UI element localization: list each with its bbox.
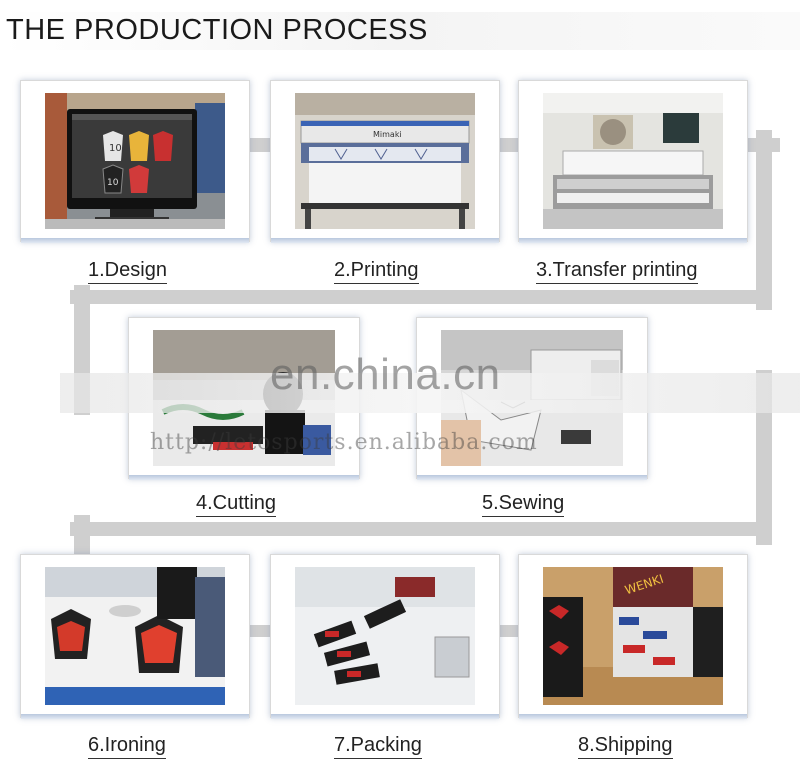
step-photo-packing — [270, 554, 500, 719]
rail-row3 — [70, 522, 772, 536]
shipping-photo: WENKI — [543, 567, 723, 705]
step-caption-printing: 2.Printing — [334, 259, 419, 284]
step-caption-sewing: 5.Sewing — [482, 492, 565, 517]
step-photo-ironing — [20, 554, 250, 719]
ironing-photo — [45, 567, 225, 705]
frame-base — [21, 714, 249, 719]
step-caption-shipping: 8.Shipping — [578, 734, 673, 759]
step-caption-design: 1.Design — [88, 259, 167, 284]
frame-base — [129, 475, 359, 480]
watermark-site: en.china.cn — [270, 350, 501, 399]
rail-left-2 — [74, 515, 90, 555]
frame-base — [271, 714, 499, 719]
frame-base — [519, 238, 747, 243]
title-bar — [0, 12, 800, 50]
step-photo-shipping: WENKI — [518, 554, 748, 719]
frame-base — [417, 475, 647, 480]
rail-row2 — [70, 290, 772, 304]
frame-base — [519, 714, 747, 719]
frame-base — [21, 238, 249, 243]
design-photo: 10 10 — [45, 93, 225, 229]
frame-base — [271, 238, 499, 243]
transfer-scene — [543, 93, 723, 229]
step-caption-cutting: 4.Cutting — [196, 492, 277, 517]
rail-right-1 — [756, 130, 772, 310]
page-title: THE PRODUCTION PROCESS — [6, 14, 428, 46]
watermark-url: http://letosports.en.alibaba.com — [150, 430, 538, 455]
packing-scene — [295, 567, 475, 705]
step-photo-printing: Mimaki — [270, 80, 500, 243]
step-caption-transfer: 3.Transfer printing — [536, 259, 698, 284]
svg-text:10: 10 — [107, 178, 119, 188]
printing-scene: Mimaki — [295, 93, 475, 229]
design-scene: 10 10 — [45, 93, 225, 229]
step-photo-transfer — [518, 80, 748, 243]
transfer-photo — [543, 93, 723, 229]
watermark-band — [60, 373, 800, 413]
step-caption-ironing: 6.Ironing — [88, 734, 166, 759]
step-caption-packing: 7.Packing — [334, 734, 422, 759]
shipping-scene: WENKI — [543, 567, 723, 705]
svg-text:10: 10 — [109, 143, 122, 154]
step-photo-design: 10 10 — [20, 80, 250, 243]
printing-photo: Mimaki — [295, 93, 475, 229]
svg-text:Mimaki: Mimaki — [373, 130, 402, 139]
rail-right-2 — [756, 370, 772, 545]
packing-photo — [295, 567, 475, 705]
ironing-scene — [45, 567, 225, 705]
